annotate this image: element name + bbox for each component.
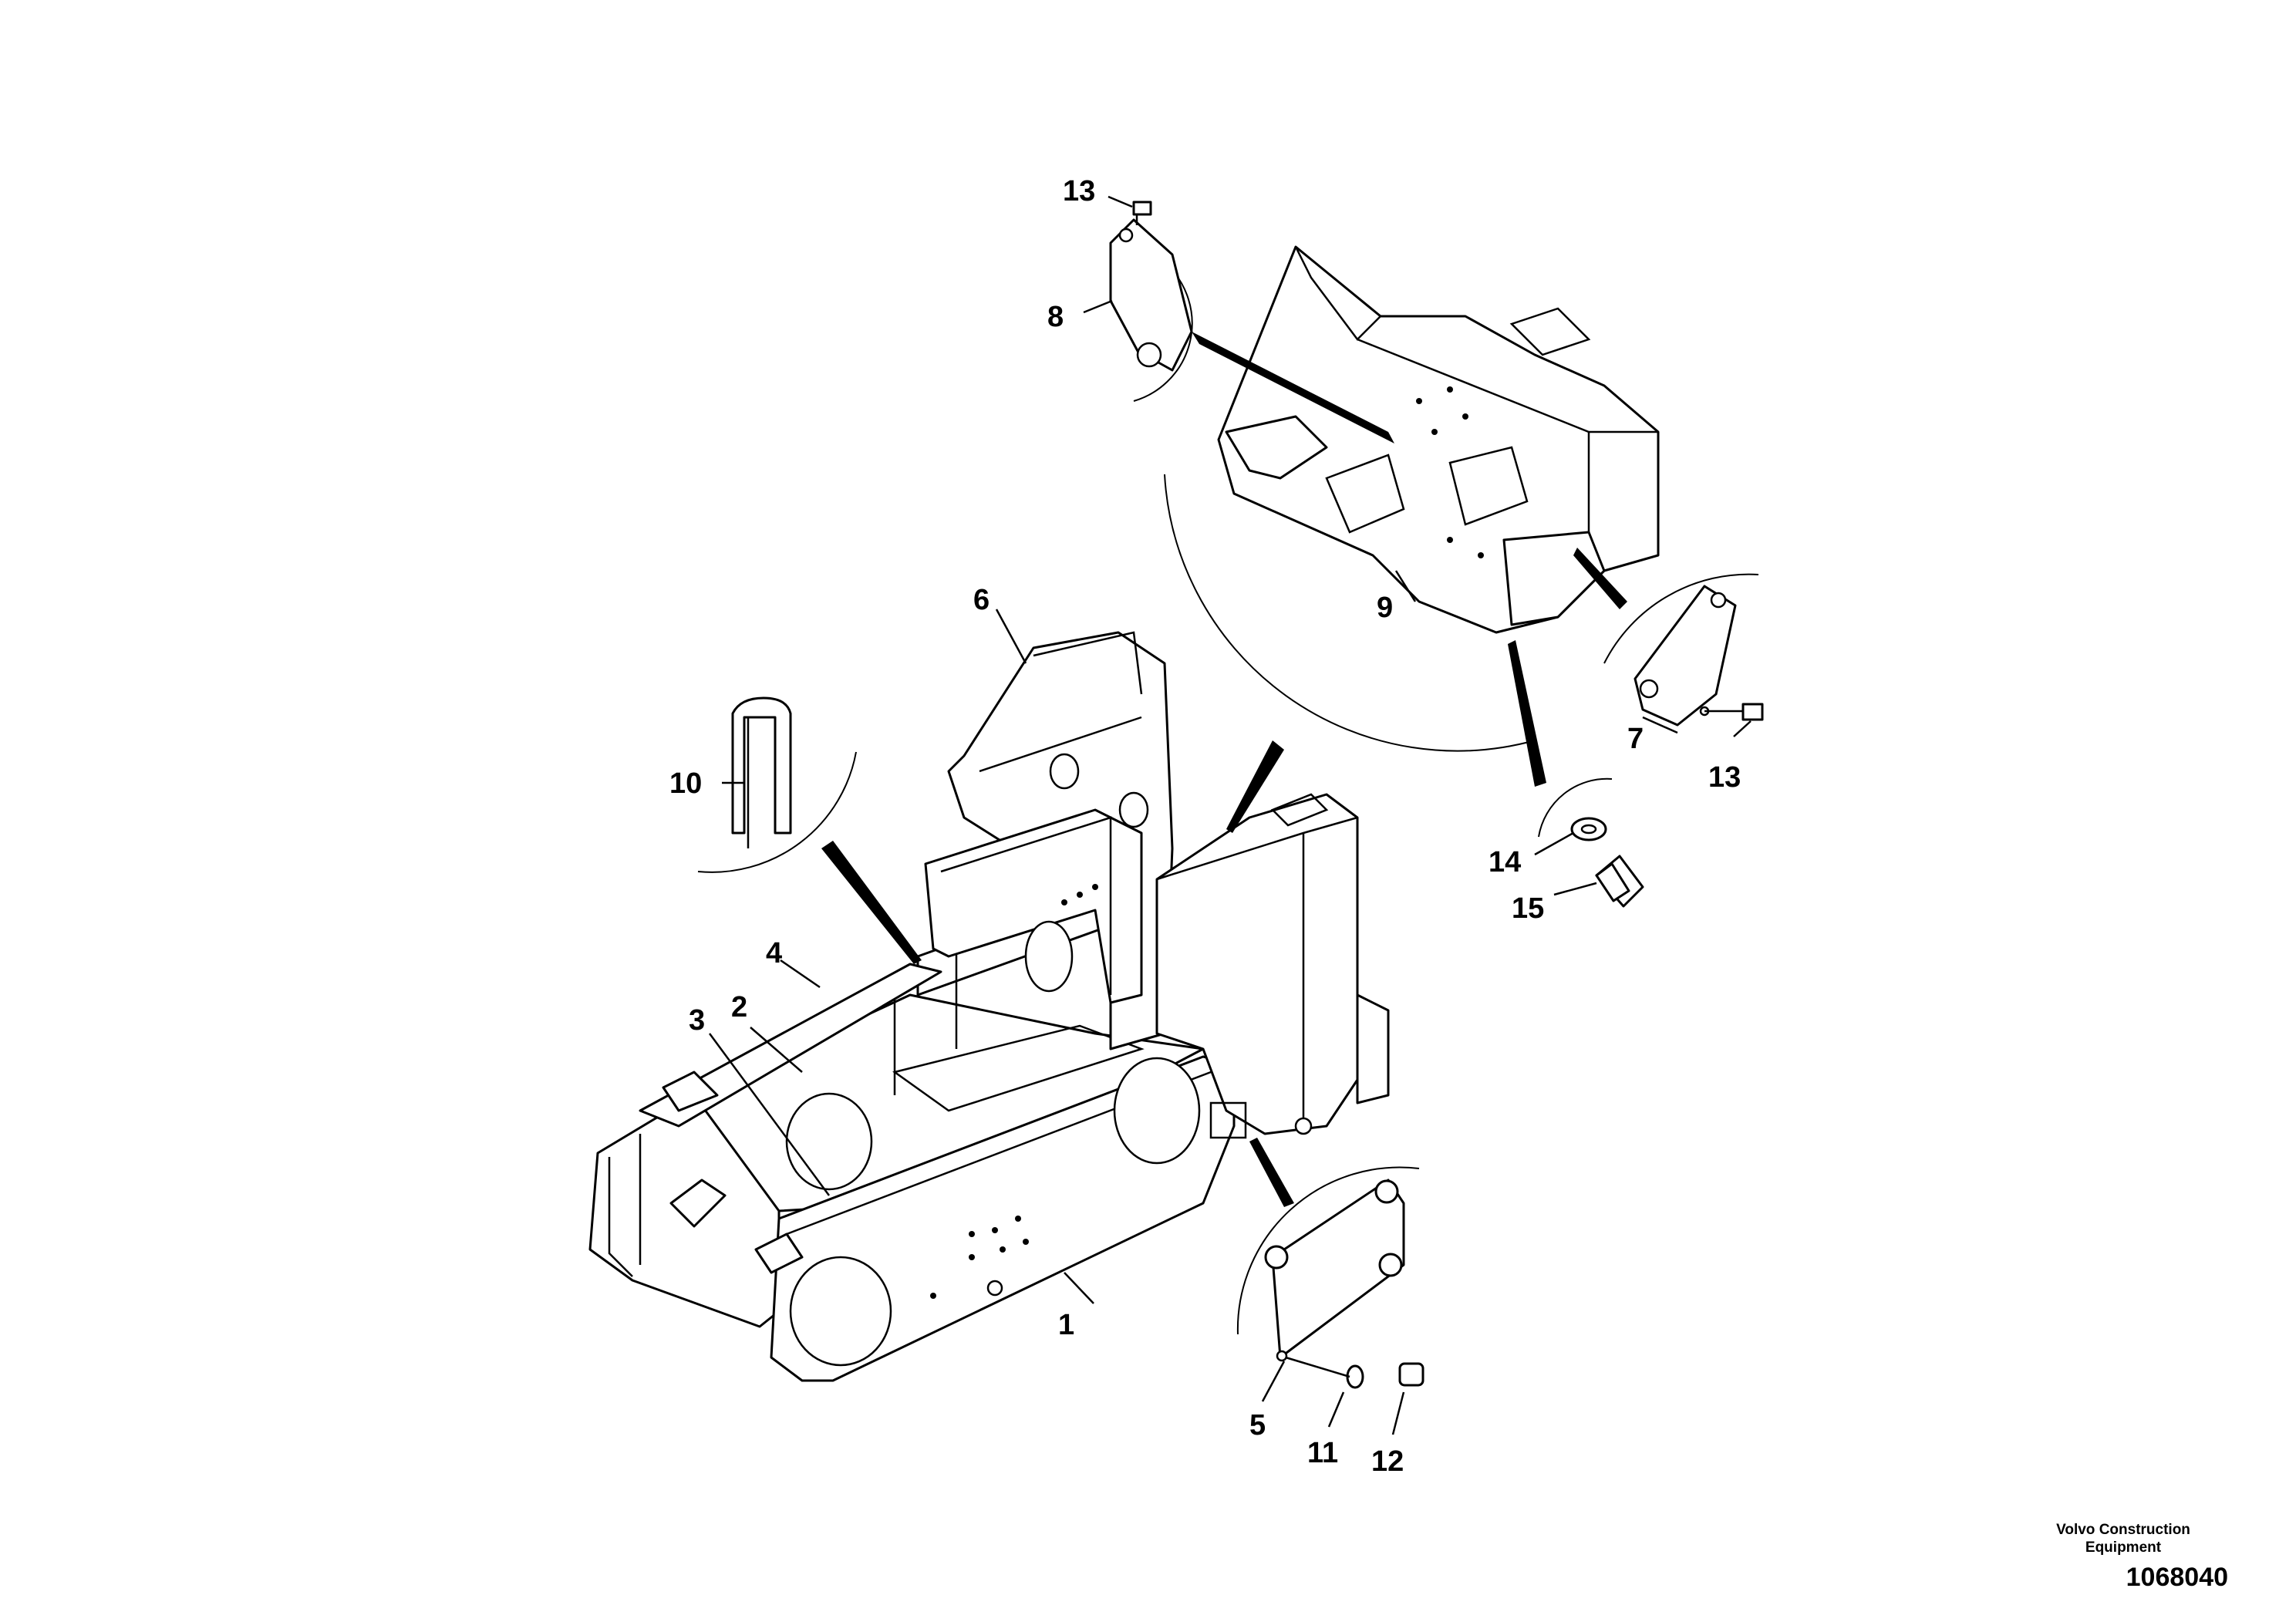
callout-1: 1 (1058, 1309, 1074, 1341)
callout-13-right: 13 (1708, 761, 1741, 794)
callout-labels: 1 2 3 4 5 6 7 8 9 10 11 12 13 13 14 15 (669, 175, 1741, 1478)
detail-views (697, 201, 1764, 1389)
callout-15: 15 (1512, 892, 1544, 925)
company-name-line2: Equipment (2085, 1539, 2162, 1556)
pointer-detail-7 (1573, 548, 1627, 609)
tower-drawing (924, 631, 1174, 1050)
pointer-counterweight (1226, 740, 1284, 833)
leader-lines (708, 195, 1752, 1435)
pointer-detail-5 (1249, 1138, 1294, 1207)
callout-6: 6 (973, 584, 990, 616)
callout-5: 5 (1249, 1409, 1266, 1442)
drawing-number: 1068040 (2126, 1563, 2228, 1592)
callout-4: 4 (766, 937, 782, 969)
callout-11: 11 (1307, 1437, 1338, 1469)
callout-9: 9 (1377, 592, 1393, 624)
drawing-info-block: Volvo Construction Equipment 1068040 (2015, 1521, 2231, 1593)
callout-8: 8 (1047, 301, 1064, 333)
callout-14: 14 (1489, 846, 1521, 878)
company-name-line1: Volvo Construction (2056, 1522, 2190, 1538)
callout-12: 12 (1371, 1445, 1404, 1478)
callout-13-top: 13 (1063, 175, 1095, 207)
pointer-detail-14 (1508, 640, 1546, 787)
detail-pointers (821, 332, 1627, 1207)
main-frame-drawing (588, 885, 1236, 1382)
counterweight-drawing (1217, 245, 1660, 634)
pointer-detail-10 (821, 841, 922, 964)
callout-2: 2 (731, 991, 747, 1023)
callout-7: 7 (1627, 723, 1644, 755)
callout-10: 10 (669, 767, 702, 800)
tank-drawing (1155, 793, 1390, 1139)
pointer-detail-8 (1192, 332, 1394, 443)
callout-3: 3 (689, 1004, 705, 1037)
